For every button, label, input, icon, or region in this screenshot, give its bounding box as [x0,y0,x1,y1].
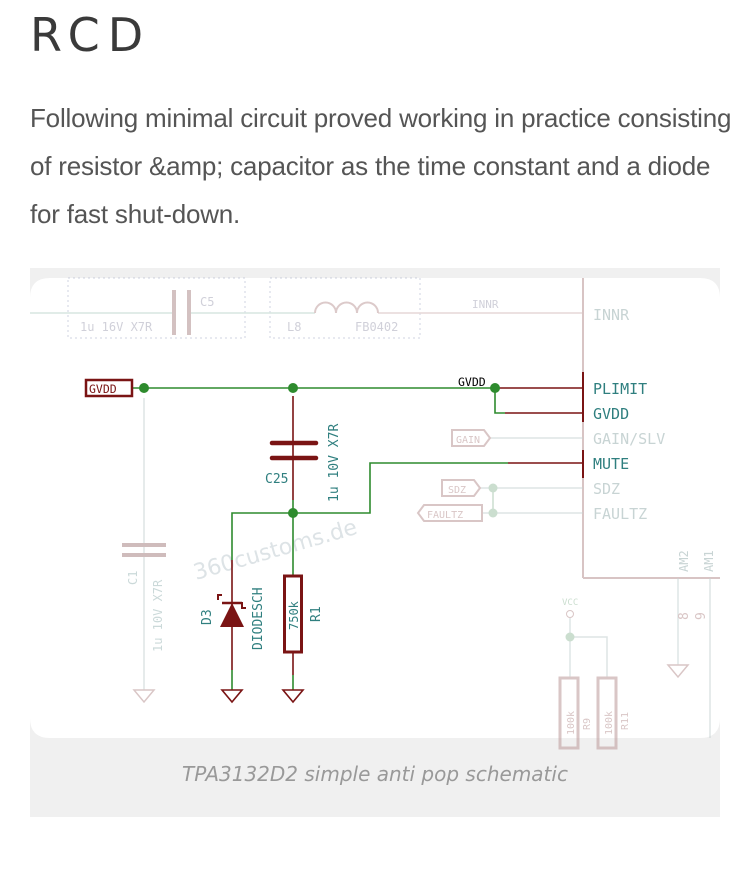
pin-number-8: 8 [677,612,692,620]
c25-value: 1u 10V X7R [327,424,342,502]
r9-ref: R9 [582,718,593,730]
schematic-figure: 1u 16V X7R C5 L8 FB0402 INNR INNR PLIMIT… [30,268,720,817]
l8-ref: L8 [287,320,301,334]
c1-ref: C1 [126,571,140,585]
c5-value: 1u 16V X7R [80,320,153,334]
l8-value: FB0402 [355,320,398,334]
pin-plimit: PLIMIT [593,380,647,398]
inductor-l8 [314,301,379,314]
pin-gvdd: GVDD [593,405,629,423]
r1-value: 750k [287,600,301,630]
pin-sdz: SDZ [593,480,620,498]
r11-value: 100k [604,711,615,735]
r11-ref: R11 [620,712,631,730]
sdz-port: SDZ [448,485,466,496]
vcc-label: VCC [562,598,578,608]
faded-right-section: GAIN SDZ FAULTZ 8 9 VCC 100k 100k R9 R11 [122,398,711,750]
ground-icon [281,689,305,704]
c1-value: 1u 10V X7R [151,579,165,652]
resistor-r1 [283,574,303,654]
d3-value: DIODESCH [251,587,266,650]
diode-d3-icon [217,594,246,627]
faultz-port: FAULTZ [427,510,463,521]
ground-icon [220,689,244,704]
intro-paragraph: Following minimal circuit proved working… [30,103,732,229]
ic-pin-labels: INNR PLIMIT GVDD GAIN/SLV MUTE SDZ FAULT… [593,306,716,572]
r1-ref: R1 [309,606,324,622]
d3-ref: D3 [200,609,215,625]
faded-top-section: 1u 16V X7R C5 L8 FB0402 INNR [30,277,583,339]
gain-port: GAIN [456,435,480,446]
pin-am2: AM2 [677,550,691,572]
innr-net-label: INNR [472,298,499,311]
junctions [139,383,500,518]
pin-number-9: 9 [694,612,709,620]
pin-innr: INNR [593,306,630,324]
c25-ref: C25 [265,472,288,487]
gvdd-net-label: GVDD [458,375,486,389]
gvdd-port-label: GVDD [89,382,117,396]
pin-mute: MUTE [593,455,629,473]
figure-caption: TPA3132D2 simple anti pop schematic [182,762,568,786]
gvdd-port [84,378,134,398]
page-heading: RCD [30,8,152,62]
schematic-image: 1u 16V X7R C5 L8 FB0402 INNR INNR PLIMIT… [30,277,720,750]
c5-ref: C5 [200,295,214,309]
pin-am1: AM1 [702,550,716,572]
schematic-background [30,278,720,738]
r9-value: 100k [566,711,577,735]
pin-gain-slv: GAIN/SLV [593,430,665,448]
pin-faultz: FAULTZ [593,505,647,523]
